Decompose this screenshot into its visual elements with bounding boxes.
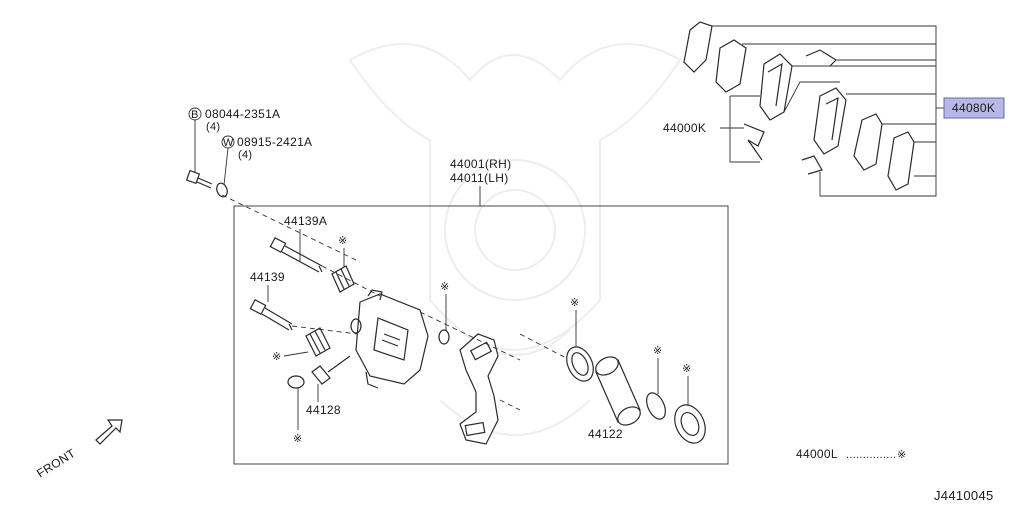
caliper-assembly-box (233, 205, 729, 465)
front-arrow-icon (95, 419, 123, 445)
mark-piston-seal: ※ (570, 296, 579, 309)
mark-caliper-washer: ※ (440, 280, 449, 293)
guide-pin-a (269, 236, 323, 273)
washer-quantity: (4) (238, 149, 252, 161)
front-direction-indicator: FRONT (34, 419, 123, 481)
caliper-washer (438, 329, 450, 345)
pin-boot-a (331, 265, 355, 293)
bleeder-screw (311, 355, 351, 385)
pad-shim-right-inner (853, 113, 883, 171)
mounting-bolt (185, 169, 213, 189)
snap-ring (646, 392, 666, 420)
pad-set-callout[interactable]: 44080K (943, 97, 1005, 119)
guide-pin (249, 298, 293, 331)
bolt-quantity: (4) (206, 121, 220, 133)
piston-dust-boot (674, 404, 706, 444)
mark-dust-boot: ※ (682, 362, 691, 375)
bolt-part-number: 08044-2351A (205, 107, 280, 121)
brake-pad-left (759, 53, 793, 121)
watermark-emblem (348, 43, 682, 436)
pad-kit-label[interactable]: 44000K (663, 121, 706, 135)
seal-kit-label[interactable]: 44000L (796, 447, 838, 461)
bleeder-cap (287, 375, 305, 389)
seal-kit-mark: ※ (897, 448, 906, 461)
diagram-code: J4410045 (934, 488, 994, 503)
pad-shim-right-outer (887, 131, 915, 191)
pad-kit-group (683, 21, 944, 197)
pad-shim-outer (683, 21, 713, 73)
pin-boot (305, 327, 331, 357)
piston-seal (566, 346, 594, 382)
caliper-lh-label[interactable]: 44011(LH) (450, 171, 509, 185)
piston[interactable] (593, 353, 644, 428)
pin-label[interactable]: 44139 (250, 270, 285, 284)
pad-wear-clip-top (805, 49, 837, 67)
washer-prefix: W (223, 137, 234, 149)
pin-a-label[interactable]: 44139A (284, 214, 327, 228)
pad-wear-clip-bottom (801, 155, 823, 175)
brake-pad-right (813, 87, 847, 155)
bolt-callout[interactable]: B 08044-2351A (4) (188, 107, 280, 133)
mark-bleeder-cap: ※ (293, 432, 302, 445)
caliper-rh-label[interactable]: 44001(RH) (450, 157, 511, 171)
mark-pin-a-boot: ※ (338, 234, 347, 247)
mark-snap-ring: ※ (653, 344, 662, 357)
mark-pin-boot: ※ (272, 350, 281, 363)
bolt-prefix: B (191, 109, 199, 121)
pad-set-highlight[interactable] (943, 97, 1005, 119)
pad-retainer-spring (743, 123, 765, 161)
pad-shim-inner (715, 39, 747, 93)
front-label: FRONT (34, 446, 78, 481)
pad-set-label[interactable]: 44080K (952, 101, 995, 115)
washer-callout[interactable]: W 08915-2421A (4) (221, 135, 312, 161)
torque-member-bracket[interactable] (459, 333, 499, 445)
seal-kit-leader-dots: ............... (846, 449, 896, 461)
washer-part-number: 08915-2421A (237, 135, 312, 149)
caliper-body[interactable] (350, 289, 429, 389)
mounting-washer (216, 182, 228, 198)
seal-kit-legend[interactable]: 44000L ............... ※ (796, 447, 906, 461)
bleeder-label[interactable]: 44128 (306, 403, 341, 417)
piston-label[interactable]: 44122 (588, 427, 623, 441)
